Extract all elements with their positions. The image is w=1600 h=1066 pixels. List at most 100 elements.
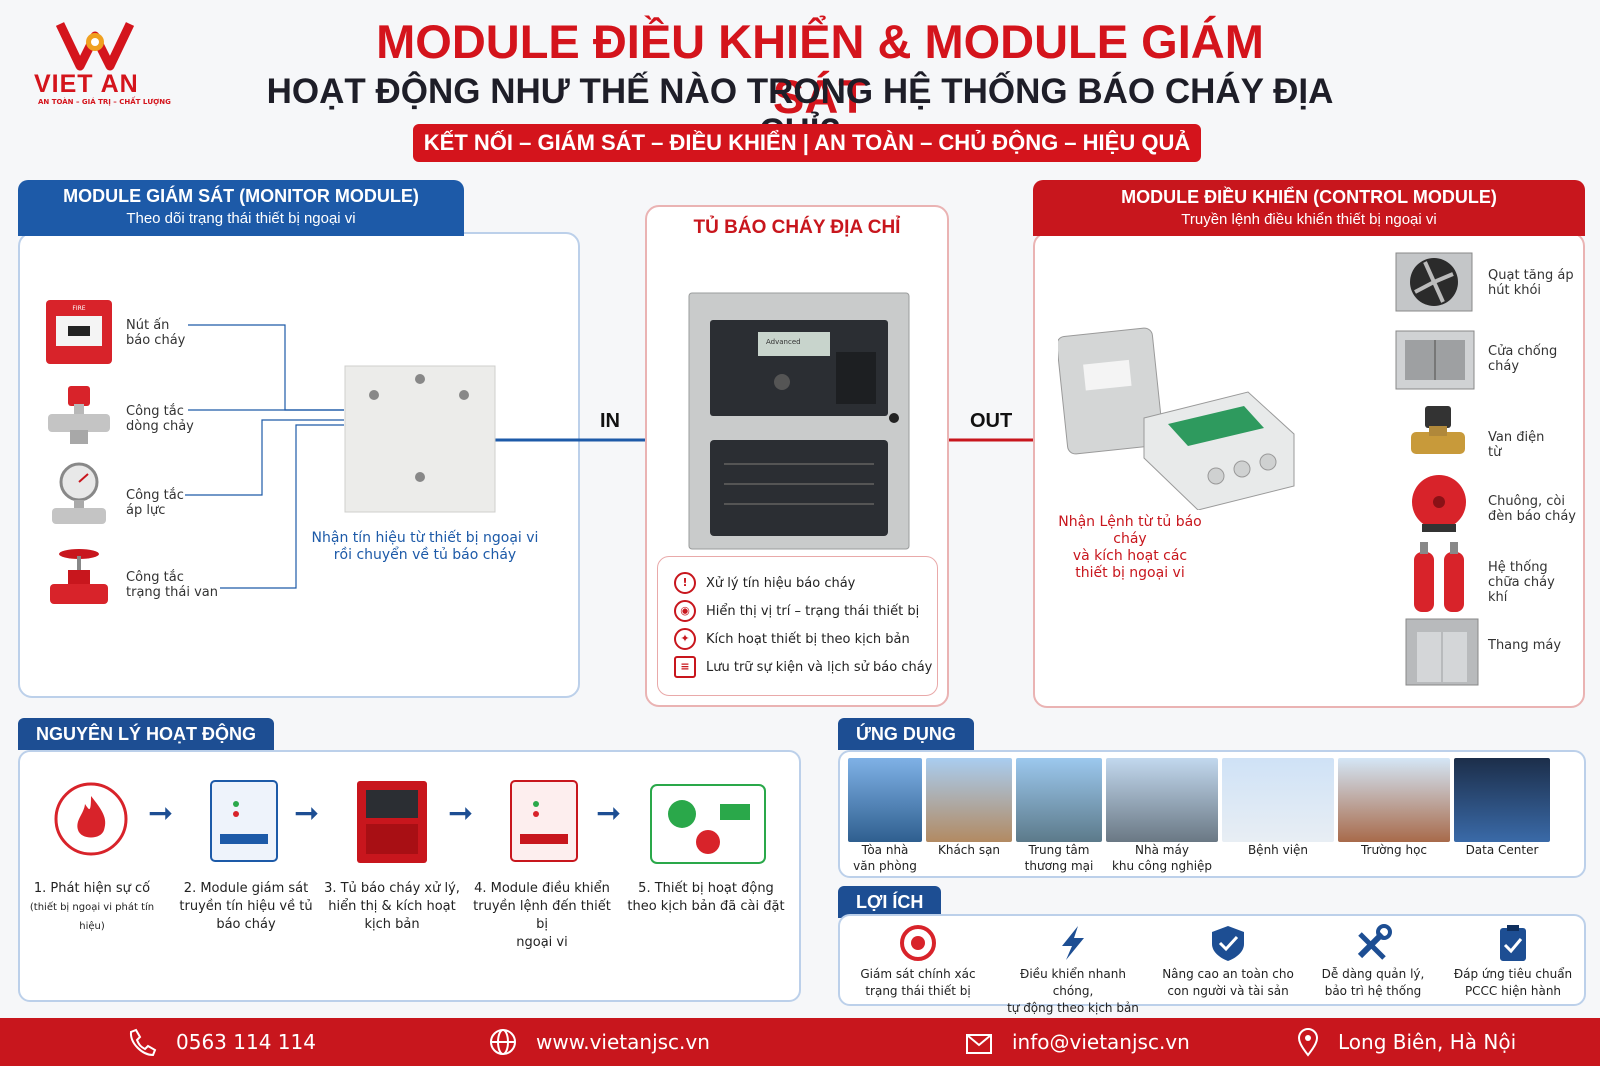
tools-icon (1357, 924, 1392, 960)
flow-out-label: OUT (970, 410, 1013, 432)
viet-an-logo-icon (55, 22, 135, 71)
control-title: MODULE ĐIỀU KHIỂN (CONTROL MODULE) (1121, 187, 1497, 207)
benefit-item: Điều khiển nhanh chóng,tự động theo kịch… (998, 924, 1148, 1017)
application-item: Khách sạn (926, 758, 1012, 874)
devices-operating-icon (650, 784, 766, 864)
hospital-image (1222, 758, 1334, 842)
control-panel (1033, 232, 1585, 708)
control-module-step-icon (510, 780, 578, 862)
panel-title: TỦ BÁO CHÁY ĐỊA CHỈ (693, 217, 901, 238)
monitor-subtitle: Theo dõi trạng thái thiết bị ngoại vi (126, 210, 356, 227)
flow-switch-icon (48, 386, 110, 444)
control-subtitle: Truyền lệnh điều khiển thiết bị ngoại vi (1181, 211, 1437, 228)
office-building-image (848, 758, 922, 842)
mall-image (1016, 758, 1102, 842)
monitor-module-device (344, 365, 496, 513)
alarm-signal-icon: ! (674, 572, 696, 594)
step-caption-3: 3. Tủ báo cháy xử lý,hiển thị & kích hoạ… (324, 881, 460, 932)
data-center-image (1454, 758, 1550, 842)
step-caption-1: 1. Phát hiện sự cố(thiết bị ngoại vi phá… (29, 881, 155, 932)
fire-alarm-control-panel-device: Advanced (688, 292, 910, 550)
shield-check-icon (1212, 926, 1244, 961)
footer-email[interactable]: info@vietanjsc.vn (964, 1018, 1190, 1066)
panel-feature-item: !Xử lý tín hiệu báo cháy (658, 569, 855, 597)
location-icon: ◉ (674, 600, 696, 622)
brand-tagline: AN TOÀN – GIÁ TRỊ – CHẤT LƯỢNG (38, 98, 171, 106)
location-pin-icon (1297, 1028, 1319, 1057)
monitor-header: MODULE GIÁM SÁT (MONITOR MODULE) Theo dõ… (18, 180, 464, 236)
svg-text:Advanced: Advanced (766, 338, 801, 346)
panel-feature-item: ✦Kích hoạt thiết bị theo kịch bản (658, 625, 910, 653)
fire-door-icon (1395, 330, 1475, 390)
gas-suppression-icon (1414, 542, 1464, 612)
hotel-image (926, 758, 1012, 842)
school-image (1338, 758, 1450, 842)
email-icon (966, 1034, 992, 1054)
principle-title: NGUYÊN LÝ HOẠT ĐỘNG (18, 718, 275, 750)
benefit-item: Dễ dàng quản lý,bảo trì hệ thống (1308, 924, 1438, 1017)
fire-panel-step-icon (357, 781, 427, 863)
clipboard-check-icon (1500, 925, 1526, 961)
application-item: Trường học (1338, 758, 1450, 874)
svg-text:FIRE: FIRE (72, 305, 85, 312)
flow-in-label: IN (600, 410, 620, 432)
footer-phone[interactable]: 0563 114 114 (128, 1018, 316, 1066)
activate-icon: ✦ (674, 628, 696, 650)
step-arrow-icon: ➞ (596, 796, 622, 831)
monitor-title: MODULE GIÁM SÁT (MONITOR MODULE) (63, 186, 419, 206)
elevator-icon (1405, 618, 1479, 686)
smoke-fan-icon (1395, 252, 1473, 312)
globe-icon (490, 1029, 516, 1055)
monitor-module-step-icon (210, 780, 278, 862)
valve-icon (50, 549, 108, 604)
control-header: MODULE ĐIỀU KHIỂN (CONTROL MODULE) Truyề… (1033, 180, 1585, 236)
panel-feature-item: ≡Lưu trữ sự kiện và lịch sử báo cháy (658, 653, 932, 681)
brand-name: VIET AN (34, 70, 139, 98)
device-label-elevator: Thang máy (1488, 638, 1562, 653)
benefits-box (838, 914, 1586, 1006)
application-item: Bệnh viện (1222, 758, 1334, 874)
step-arrow-icon: ➞ (294, 796, 320, 831)
alarm-bell-icon (1412, 475, 1466, 532)
fire-detection-icon (54, 782, 128, 856)
header-ribbon: KẾT NỐI – GIÁM SÁT – ĐIỀU KHIỂN | AN TOÀ… (413, 124, 1201, 162)
footer-address: Long Biên, Hà Nội (1296, 1018, 1516, 1066)
application-item: Data Center (1454, 758, 1550, 874)
lightning-icon (1062, 926, 1084, 960)
target-icon (900, 925, 936, 961)
step-arrow-icon: ➞ (448, 796, 474, 831)
history-log-icon: ≡ (674, 656, 696, 678)
manual-call-point-icon: FIRE (46, 300, 112, 364)
phone-icon (129, 1028, 157, 1057)
footer-website[interactable]: www.vietanjsc.vn (488, 1018, 710, 1066)
panel-features-box: !Xử lý tín hiệu báo cháy ◉Hiển thị vị tr… (657, 556, 938, 696)
benefits-title: LỢI ÍCH (838, 886, 942, 918)
pressure-switch-icon (52, 462, 106, 524)
step-arrow-icon: ➞ (148, 796, 174, 831)
solenoid-valve-icon (1411, 406, 1465, 454)
factory-image (1106, 758, 1218, 842)
